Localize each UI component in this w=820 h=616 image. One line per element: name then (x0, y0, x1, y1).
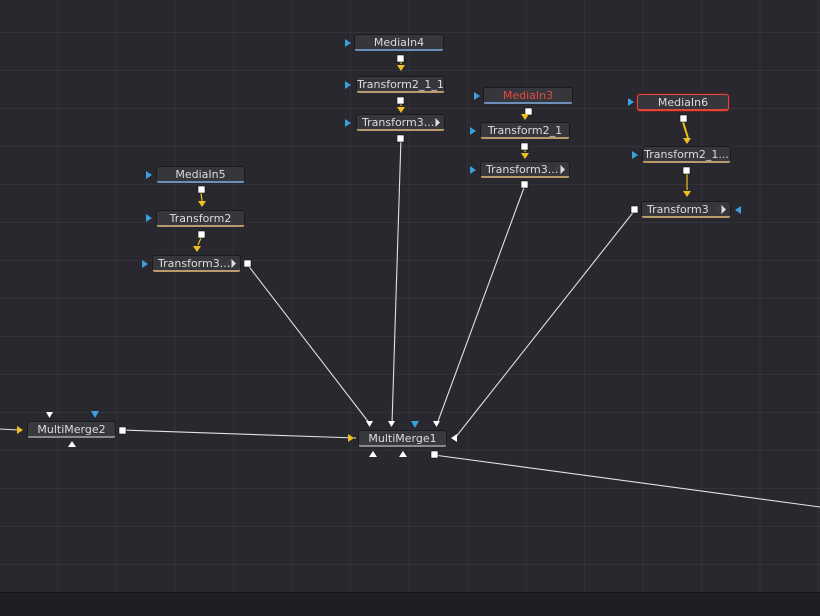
node-transform2-1-1[interactable]: Transform2_1_1 (356, 76, 445, 93)
node-transform2-1[interactable]: Transform2_1 (480, 122, 570, 139)
triangle-right-icon (470, 127, 476, 135)
triangle-down-icon (91, 411, 99, 418)
node-label: Transform3... (158, 257, 231, 270)
node-label: Transform3 (647, 203, 709, 216)
output-port (396, 134, 405, 143)
wire-mediain6-to-transform (682, 121, 689, 139)
triangle-right-icon (345, 81, 351, 89)
triangle-right-icon (628, 98, 634, 106)
triangle-down-icon (193, 246, 201, 252)
triangle-up-icon (369, 451, 377, 457)
node-label: Transform2_1_1 (357, 78, 444, 91)
triangle-down-icon (366, 421, 373, 427)
output-port (682, 166, 691, 175)
triangle-down-icon (683, 191, 691, 197)
node-label: MultiMerge1 (368, 432, 437, 445)
triangle-up-icon (399, 451, 407, 457)
output-port (520, 142, 529, 151)
triangle-right-icon (146, 214, 152, 222)
output-port (197, 185, 206, 194)
node-label: Transform3... (486, 163, 559, 176)
triangle-right-icon (470, 166, 476, 174)
output-port (430, 450, 439, 459)
node-label: Transform2 (169, 212, 232, 225)
triangle-right-icon (146, 171, 152, 179)
node-mediain5[interactable]: MediaIn5 (156, 166, 245, 183)
node-label: MediaIn4 (373, 36, 425, 49)
triangle-right-icon (632, 151, 638, 159)
output-port (396, 96, 405, 105)
diamond-split-icon[interactable] (227, 259, 236, 268)
node-editor-canvas[interactable]: MediaIn4 Transform2_1_1 Transform3... Me… (0, 0, 820, 592)
triangle-down-icon (521, 114, 529, 120)
output-port (520, 180, 529, 189)
triangle-down-icon (521, 153, 529, 159)
output-port (396, 54, 405, 63)
triangle-up-icon (68, 441, 76, 447)
triangle-right-icon (142, 260, 148, 268)
triangle-down-icon (397, 65, 405, 71)
wire-multimerge2-to-multimerge1 (121, 429, 357, 439)
triangle-right-icon (345, 119, 351, 127)
wire-left-into-multimerge2 (0, 428, 19, 431)
wire-transform3c-to-multimerge1 (454, 209, 636, 439)
node-label: Transform3... (362, 116, 435, 129)
triangle-down-icon (46, 412, 53, 418)
output-port (679, 114, 688, 123)
node-transform3-a[interactable]: Transform3... (356, 114, 445, 131)
triangle-right-icon (348, 434, 354, 442)
node-label: MultiMerge2 (37, 423, 106, 436)
wire-transform3b-to-multimerge1 (436, 184, 526, 425)
wire-transform3a-to-multimerge1 (391, 137, 402, 425)
output-port (197, 230, 206, 239)
node-transform2[interactable]: Transform2 (156, 210, 245, 227)
triangle-down-icon (388, 421, 395, 427)
diamond-split-icon[interactable] (556, 165, 565, 174)
node-multimerge1[interactable]: MultiMerge1 (358, 430, 447, 447)
node-mediain4[interactable]: MediaIn4 (354, 34, 444, 51)
node-label: MediaIn5 (175, 168, 226, 181)
triangle-down-icon (198, 201, 206, 207)
connection-wires (0, 39, 820, 508)
node-label: Transform2_1 (487, 124, 563, 137)
triangle-down-icon (433, 421, 440, 427)
node-label: MediaIn3 (502, 89, 554, 102)
bottom-status-bar (0, 592, 820, 616)
output-port (630, 205, 639, 214)
triangle-down-icon (683, 138, 691, 144)
node-transform3-c[interactable]: Transform3 (641, 201, 731, 218)
output-port (243, 259, 252, 268)
node-label: Transform2_1... (644, 148, 729, 161)
node-transform3-b[interactable]: Transform3... (480, 161, 570, 178)
triangle-right-icon (17, 426, 23, 434)
node-mediain3[interactable]: MediaIn3 (483, 87, 573, 104)
triangle-down-icon (411, 421, 419, 428)
node-label: MediaIn6 (657, 96, 709, 109)
triangle-right-icon (474, 92, 480, 100)
node-transform2-1-b[interactable]: Transform2_1... (642, 146, 731, 163)
wire-transform3d-to-multimerge1 (246, 263, 371, 425)
triangle-left-icon (735, 206, 741, 214)
node-mediain6[interactable]: MediaIn6 (637, 94, 729, 111)
output-port (118, 426, 127, 435)
output-port (524, 107, 533, 116)
node-multimerge2[interactable]: MultiMerge2 (27, 421, 116, 438)
diamond-split-icon[interactable] (717, 205, 726, 214)
triangle-right-icon (345, 39, 351, 47)
node-transform3-d[interactable]: Transform3... (152, 255, 241, 272)
triangle-left-icon (451, 434, 457, 442)
triangle-down-icon (397, 107, 405, 113)
diamond-split-icon[interactable] (431, 118, 440, 127)
wire-multimerge1-output (433, 454, 820, 508)
